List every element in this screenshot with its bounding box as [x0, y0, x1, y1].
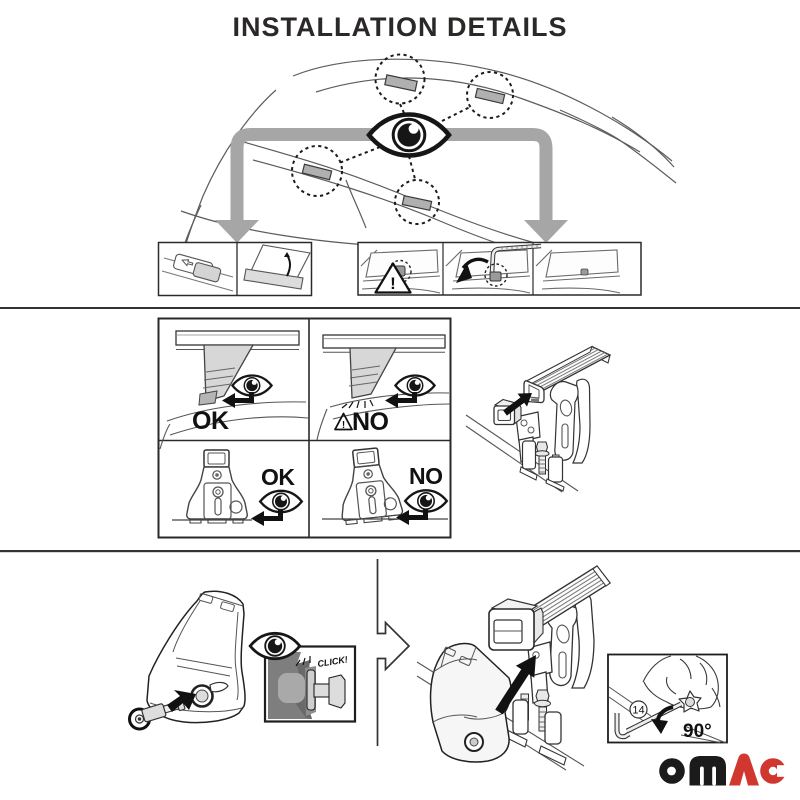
- svg-text:NO: NO: [409, 463, 443, 489]
- svg-text:14: 14: [632, 705, 644, 717]
- svg-text:NO: NO: [352, 408, 389, 436]
- svg-text:OK: OK: [261, 464, 295, 490]
- svg-text:!: !: [342, 420, 345, 431]
- svg-text:90°: 90°: [683, 721, 712, 742]
- svg-text:!: !: [390, 274, 396, 293]
- svg-text:OK: OK: [192, 407, 229, 435]
- svg-text:INSTALLATION DETAILS: INSTALLATION DETAILS: [233, 12, 568, 42]
- svg-text:CLICK!: CLICK!: [317, 654, 349, 669]
